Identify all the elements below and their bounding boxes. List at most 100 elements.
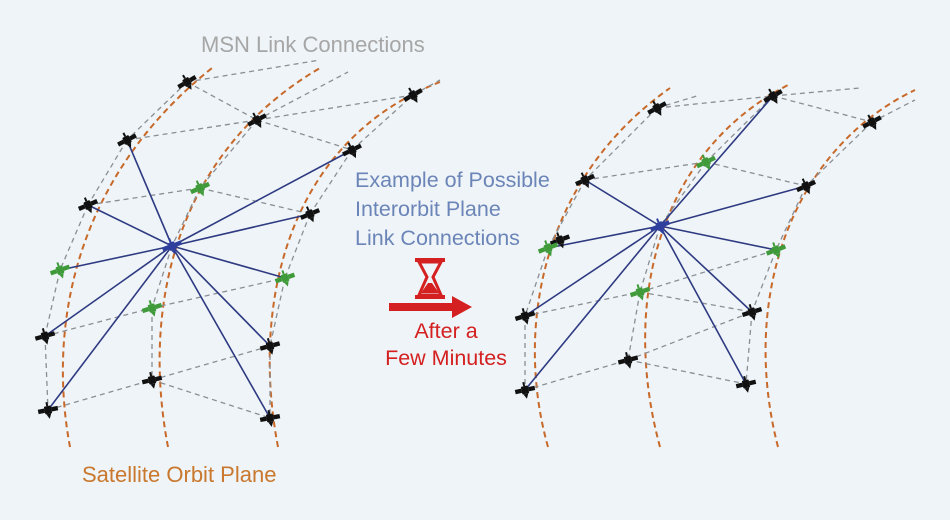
msn-link-line [87, 187, 201, 206]
msn-link-line [659, 161, 707, 227]
satellite-icon [244, 108, 271, 133]
hourglass-icon [415, 258, 445, 299]
satellite-icon [47, 259, 73, 282]
msn-link-line [772, 95, 873, 123]
after-label-line2: Few Minutes [385, 346, 507, 370]
msn-link-line [524, 291, 641, 317]
msn-link-line [126, 81, 188, 141]
msn-link-line [639, 291, 753, 313]
interorbit-link-label: Example of Possible Interorbit Plane Lin… [355, 166, 550, 253]
orbit-path [644, 83, 791, 448]
orbit-path [61, 67, 213, 448]
msn-link-line [775, 185, 807, 251]
msn-link-line [186, 59, 321, 83]
satellite-icon [33, 325, 58, 348]
msn-link-line [639, 225, 661, 293]
msn-link-line [627, 311, 753, 361]
interorbit-link-line [659, 95, 774, 227]
msn-link-line [256, 94, 414, 121]
msn-link-line [151, 379, 271, 419]
msn-link-line [44, 335, 49, 411]
interorbit-link-line [584, 179, 661, 227]
interorbit-link-line [171, 149, 353, 247]
interorbit-link-line [59, 245, 173, 271]
interorbit-label-line2: Interorbit Plane [355, 197, 501, 221]
after-label-line1: After a [414, 319, 478, 343]
msn-link-line [627, 291, 641, 361]
orbit-path [764, 89, 916, 448]
msn-link-line [547, 179, 586, 249]
msn-link-connections-label: MSN Link Connections [201, 32, 425, 57]
orbit-path [268, 81, 441, 448]
interorbit-link-line [87, 204, 173, 247]
interorbit-link-line [171, 245, 286, 279]
interorbit-link-line [524, 225, 661, 391]
interorbit-link-line [44, 245, 173, 337]
msn-link-line [584, 107, 658, 181]
satellite-icon [513, 305, 538, 328]
orbit-planes [61, 67, 916, 448]
msn-link-line [256, 71, 349, 121]
interorbit-link-line [659, 225, 777, 251]
msn-link-line [705, 95, 774, 163]
msn-link-line [705, 161, 807, 187]
msn-link-line [151, 245, 173, 309]
msn-link-line [656, 94, 701, 109]
msn-link-line [309, 149, 353, 215]
msn-link-line [751, 249, 777, 313]
satellite-icon [763, 238, 789, 262]
msn-link-line [171, 187, 201, 247]
satellite-icon [75, 193, 101, 218]
msn-link-line [59, 204, 89, 271]
interorbit-link-line [659, 185, 807, 227]
msn-link-line [871, 99, 916, 123]
satellite-orbit-plane-label: Satellite Orbit Plane [82, 462, 277, 487]
satellite-icon [187, 176, 213, 201]
interorbit-link-line [547, 225, 661, 249]
msn-link-line [627, 359, 747, 385]
msn-link-line [256, 119, 353, 151]
orbit-path [158, 67, 321, 448]
msn-link-line [805, 121, 873, 187]
interorbit-link-line [126, 139, 173, 247]
msn-link-line [151, 345, 271, 381]
interorbit-label-line1: Example of Possible [355, 168, 550, 192]
msn-link-line [284, 213, 311, 279]
interorbit-link-line [171, 245, 271, 419]
satellite-icon [400, 83, 427, 108]
msn-link-line [151, 277, 286, 309]
interorbit-link-line [47, 245, 173, 411]
interorbit-link-line [524, 225, 661, 317]
msn-link-line [772, 87, 861, 97]
orbit-path [533, 87, 671, 448]
msn-link-line [186, 81, 258, 121]
satellite-icon [793, 174, 819, 199]
msn-link-line [47, 379, 153, 411]
interorbit-label-line3: Link Connections [355, 226, 520, 250]
msn-link-line [126, 119, 258, 141]
right-arrow-icon [389, 296, 472, 318]
msn-link-line [44, 269, 61, 337]
msn-link-line [87, 139, 128, 206]
msn-link-line [44, 307, 153, 337]
msn-link-line [199, 119, 258, 189]
interorbit-link-line [659, 225, 747, 385]
msn-link-line [269, 277, 286, 347]
interorbit-links [44, 95, 807, 419]
msn-link-line [639, 249, 777, 293]
satellite-icon [616, 349, 640, 372]
satellite-icon [140, 297, 165, 320]
msn-link-line [351, 94, 414, 151]
msn-link-line [745, 311, 753, 385]
satellite-icon [297, 202, 323, 227]
msn-link-line [584, 161, 707, 181]
msn-link-line [524, 247, 549, 317]
satellite-icon [572, 168, 598, 193]
after-few-minutes-label: After a Few Minutes [385, 318, 507, 372]
satellite-icon [114, 128, 140, 153]
msn-link-line [656, 95, 774, 109]
interorbit-link-line [659, 225, 753, 313]
msn-link-line [524, 359, 629, 391]
interorbit-link-line [171, 213, 311, 247]
